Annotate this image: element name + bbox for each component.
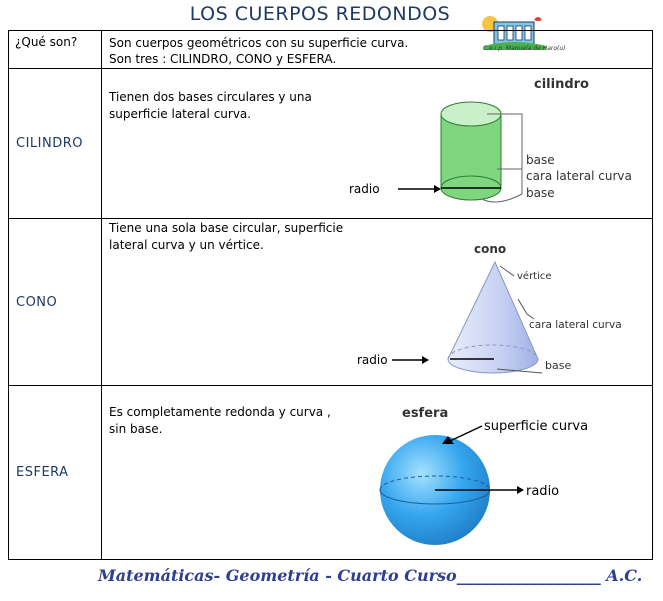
cylinder-cell: Tienen dos bases circulares y una superf… bbox=[101, 68, 653, 219]
cylinder-title: cilindro bbox=[534, 77, 589, 92]
intro-line-1: Son cuerpos geométricos con su superfici… bbox=[109, 36, 409, 50]
cone-base-label: base bbox=[545, 359, 571, 372]
cone-vertex-label: vértice bbox=[517, 270, 552, 282]
intro-row: ¿Qué son? Son cuerpos geométricos con su… bbox=[8, 30, 653, 69]
sphere-figure: esfera superficie curva radio bbox=[379, 406, 588, 545]
intro-line-2: Son tres : CILINDRO, CONO y ESFERA. bbox=[109, 52, 337, 66]
cone-description: Tiene una sola base circular, superficie… bbox=[109, 221, 344, 252]
sphere-surface-label: superficie curva bbox=[484, 419, 588, 434]
cylinder-figure: cilindro base cara lateral curva base ra… bbox=[349, 77, 632, 203]
cone-radius-label: radio bbox=[357, 353, 388, 367]
cylinder-radius-label: radio bbox=[349, 182, 380, 196]
sphere-label: ESFERA bbox=[8, 385, 102, 560]
sphere-radius-label: radio bbox=[526, 484, 559, 499]
sphere-row: ESFERA Es completamente redonda y curva … bbox=[8, 385, 653, 560]
content-table: ¿Qué son? Son cuerpos geométricos con su… bbox=[8, 30, 653, 560]
cylinder-label: CILINDRO bbox=[8, 68, 102, 219]
sphere-cell: Es completamente redonda y curva , sin b… bbox=[101, 385, 653, 560]
cone-label: CONO bbox=[8, 218, 102, 386]
cone-row: CONO Tiene una sola base circular, super… bbox=[8, 218, 653, 386]
question-label: ¿Qué son? bbox=[15, 35, 78, 49]
cone-cell: Tiene una sola base circular, superficie… bbox=[101, 218, 653, 386]
cone-lateral-label: cara lateral curva bbox=[529, 319, 622, 331]
footer-subject-line: Matemáticas- Geometría - Cuarto Curso___… bbox=[98, 566, 643, 585]
cone-title: cono bbox=[474, 242, 506, 256]
sphere-title: esfera bbox=[402, 406, 448, 421]
cylinder-description: Tienen dos bases circulares y una superf… bbox=[109, 90, 312, 121]
intro-cell: Son cuerpos geométricos con su superfici… bbox=[101, 30, 653, 69]
sphere-description: Es completamente redonda y curva , sin b… bbox=[109, 405, 331, 436]
cylinder-base-top-label: base bbox=[526, 153, 555, 167]
page-title: LOS CUERPOS REDONDOS bbox=[189, 3, 451, 25]
cylinder-lateral-label: cara lateral curva bbox=[526, 169, 632, 183]
cylinder-base-bottom-label: base bbox=[526, 186, 555, 200]
question-cell: ¿Qué son? bbox=[8, 30, 102, 69]
cylinder-row: CILINDRO Tienen dos bases circulares y u… bbox=[8, 68, 653, 219]
cone-figure: cono vértice cara lateral curva base rad… bbox=[357, 242, 622, 374]
